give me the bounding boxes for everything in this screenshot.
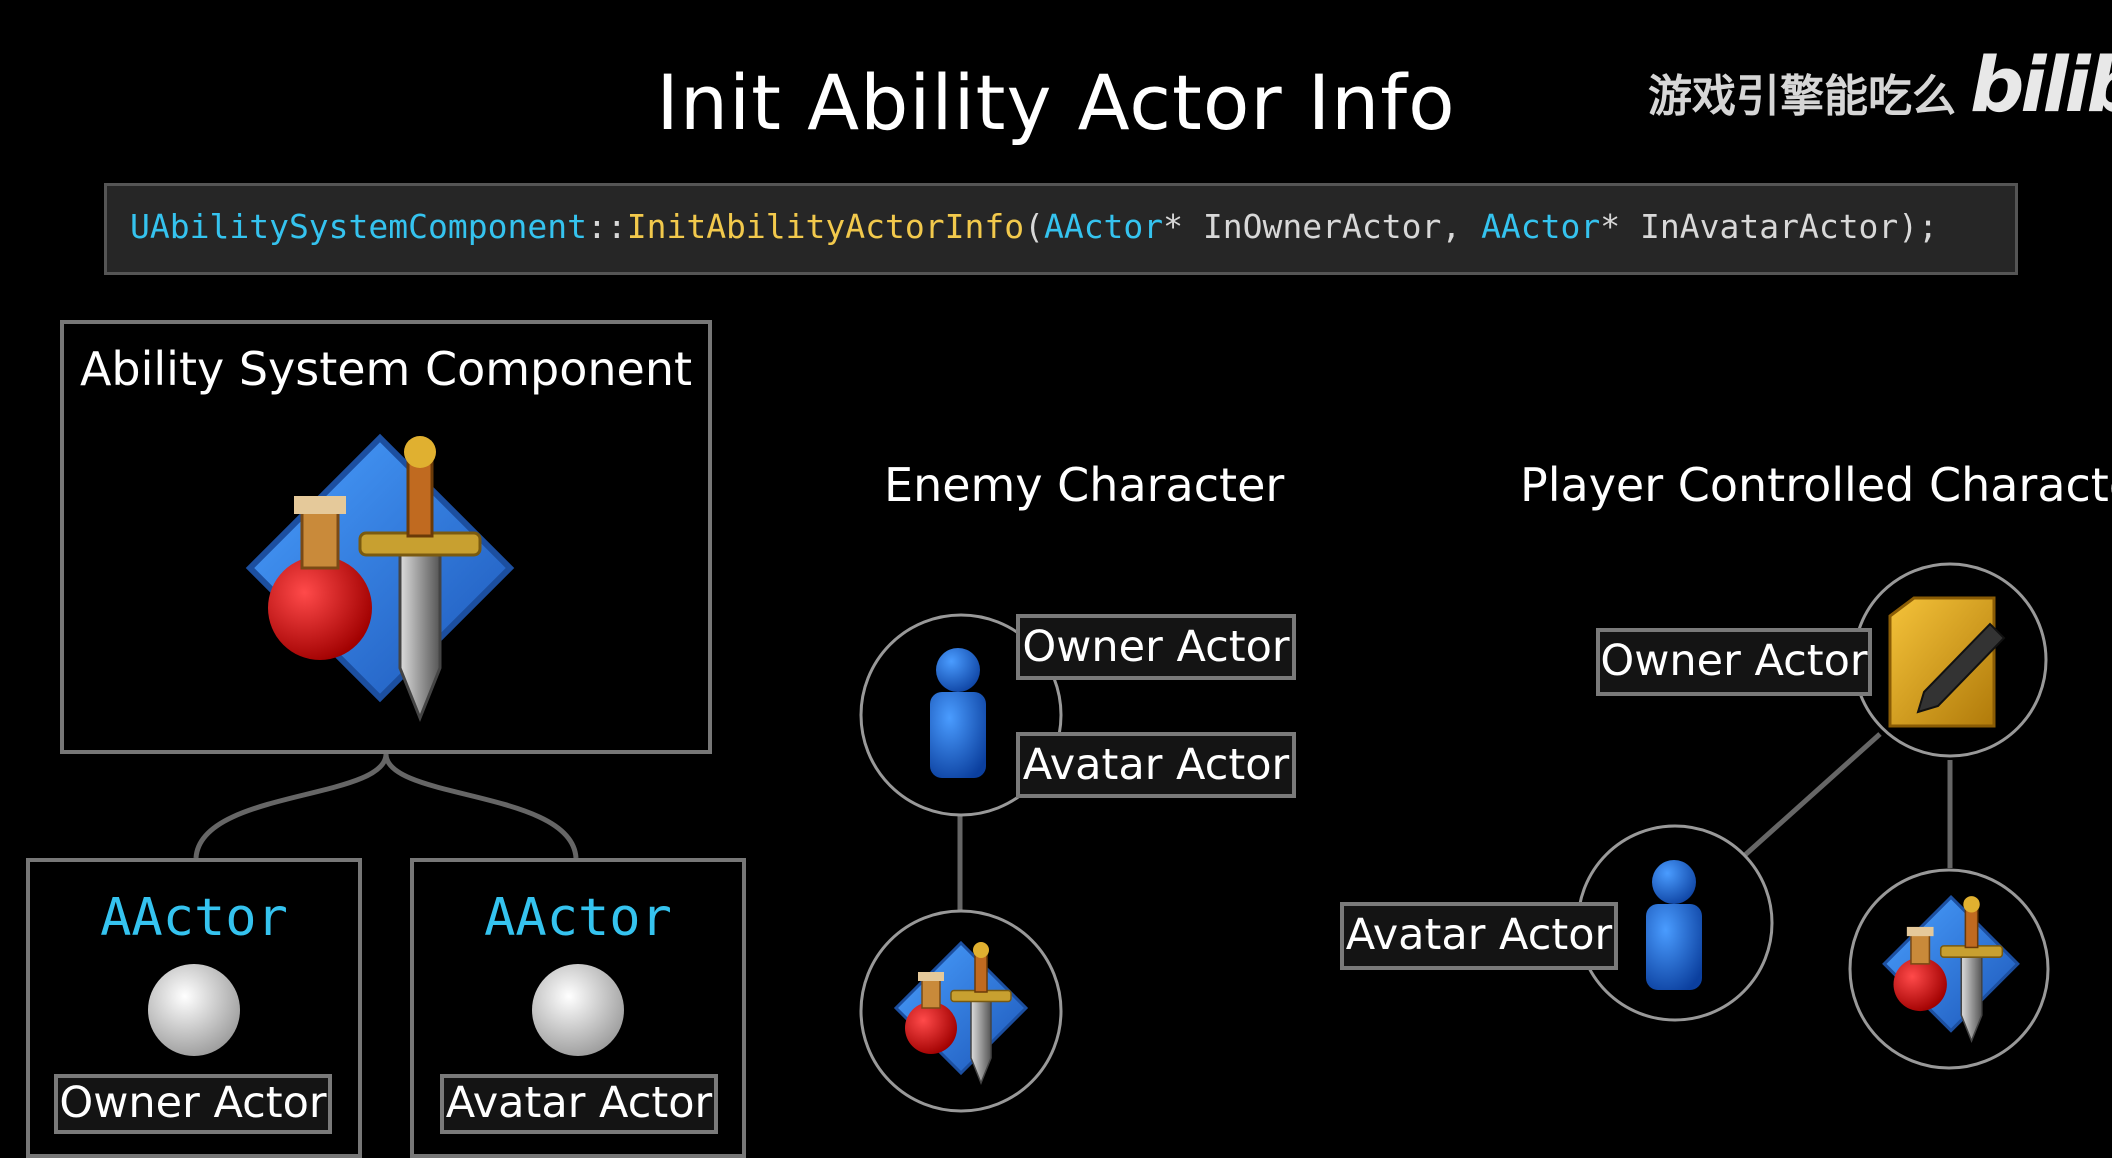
enemy-ability-system-icon (894, 940, 1028, 1085)
code-signature-bar (104, 183, 2018, 275)
ability-system-icon (240, 428, 520, 728)
code-function-name: InitAbilityActorInfo (626, 207, 1025, 246)
owner-actor-label: Owner Actor (54, 1074, 332, 1134)
code-param2-type: AActor (1481, 207, 1601, 246)
bilibili-logo: bilibi (1970, 40, 2112, 129)
player-avatar-actor-tag: Avatar Actor (1340, 902, 1618, 970)
owner-actor-sphere-icon (148, 964, 240, 1056)
avatar-actor-type: AActor (484, 888, 672, 948)
code-scope: :: (586, 207, 627, 246)
code-param1-type: AActor (1043, 207, 1164, 246)
player-pawn-icon (1646, 860, 1702, 990)
code-param1-name: * InOwnerActor, (1163, 207, 1482, 246)
code-param2-name: * InAvatarActor (1600, 207, 1899, 246)
code-close: ); (1898, 207, 1939, 246)
player-owner-actor-tag: Owner Actor (1596, 628, 1872, 696)
asc-panel (60, 320, 712, 754)
watermark-channel: 游戏引擎能吃么 (1648, 71, 1956, 122)
code-class-name: UAbilitySystemComponent (130, 207, 587, 246)
enemy-avatar-actor-tag: Avatar Actor (1016, 732, 1296, 798)
player-character-heading: Player Controlled Character (1520, 458, 2112, 512)
avatar-actor-sphere-icon (532, 964, 624, 1056)
avatar-actor-label: Avatar Actor (440, 1074, 718, 1134)
code-signature: UAbilitySystemComponent::InitAbilityActo… (130, 207, 1938, 246)
player-ability-system-icon (1882, 894, 2020, 1043)
enemy-character-heading: Enemy Character (884, 458, 1285, 512)
page-title: Init Ability Actor Info (656, 58, 1456, 147)
enemy-pawn-icon (930, 648, 986, 778)
enemy-owner-actor-tag: Owner Actor (1016, 614, 1296, 680)
player-controller-icon (1888, 596, 2006, 728)
owner-actor-type: AActor (100, 888, 288, 948)
asc-panel-title: Ability System Component (79, 342, 693, 396)
code-open-paren: ( (1024, 207, 1044, 246)
